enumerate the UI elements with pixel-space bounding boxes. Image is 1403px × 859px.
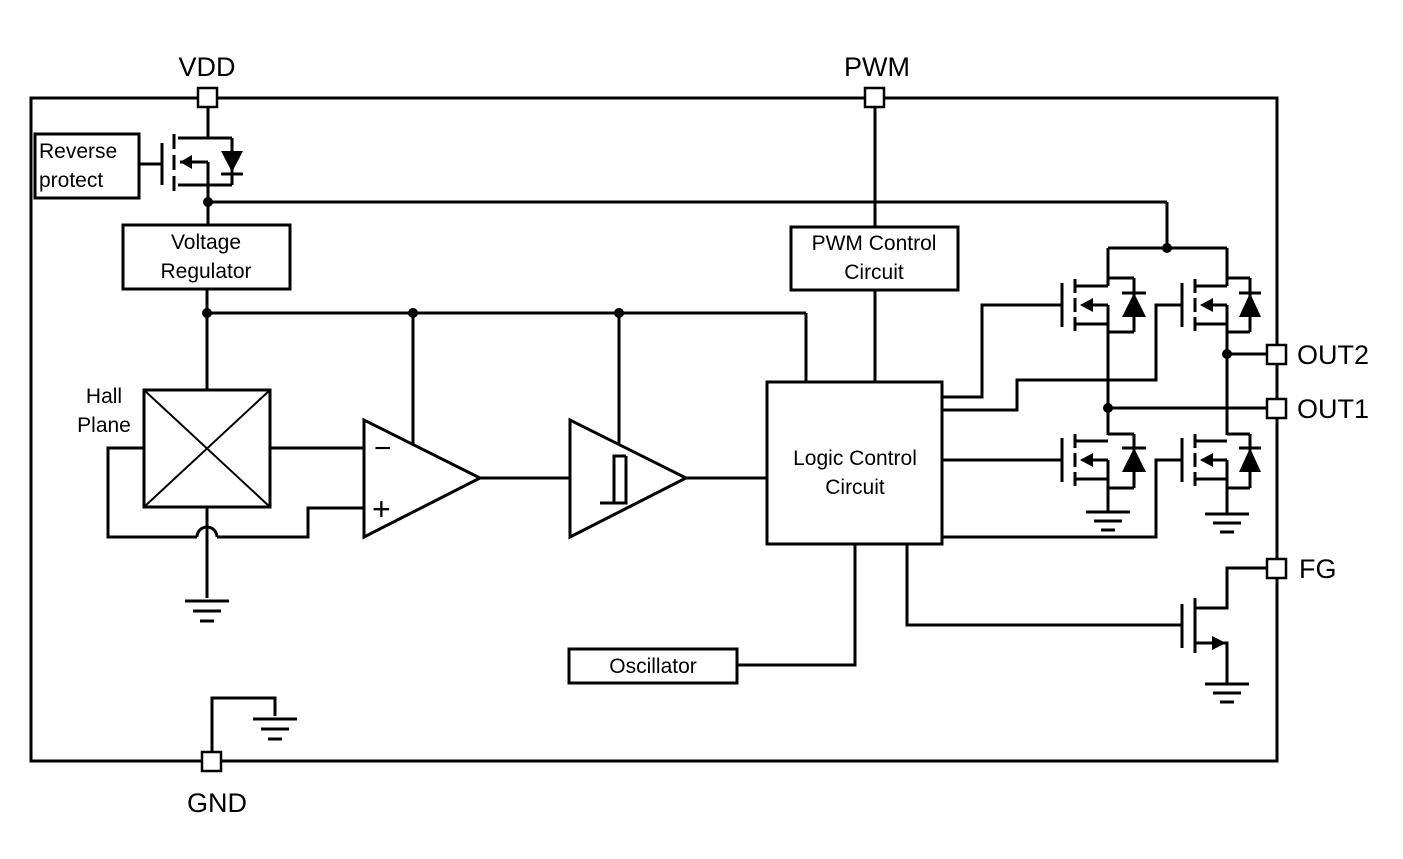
junction-dot	[1103, 403, 1113, 413]
junction-dot	[202, 308, 212, 318]
pwm-pin-pad	[863, 86, 886, 109]
logic-control-box	[765, 380, 944, 546]
pwm-pin-label: PWM	[844, 52, 910, 82]
oscillator-box	[567, 647, 739, 685]
chip-outline	[29, 96, 1279, 763]
hall-plane-cross	[143, 389, 271, 508]
comparator-plus: +	[372, 491, 391, 527]
vdd-pin-label: VDD	[178, 52, 235, 82]
out1-pin-label: OUT1	[1297, 394, 1369, 424]
gnd-pin-pad	[200, 750, 223, 773]
reverse-protect-box	[33, 132, 141, 200]
schmitt-trigger-triangle	[568, 417, 690, 540]
junction-dot	[203, 197, 213, 207]
fg-pin-pad	[1265, 557, 1288, 580]
h-bridge-mosfet-bottom-right	[1180, 432, 1261, 534]
hall-wiring	[106, 446, 364, 598]
junction-dot	[614, 308, 624, 318]
fg-pin-label: FG	[1299, 554, 1337, 584]
h-bridge-mosfet-top-left	[1060, 248, 1146, 435]
gnd-pin-label: GND	[187, 788, 247, 818]
vdd-wiring	[178, 106, 234, 225]
oscillator-wire	[737, 544, 857, 667]
junction-dot	[408, 308, 418, 318]
vdd-pin-pad	[196, 86, 219, 109]
gnd-internal-ground	[210, 696, 297, 752]
comparator-triangle	[362, 417, 484, 540]
hall-plane-label-1: Hall	[86, 385, 122, 408]
logic-control-label-1: Logic Control	[793, 447, 917, 470]
voltage-regulator-label-1: Voltage	[171, 231, 241, 254]
regulated-rail	[205, 289, 808, 444]
logic-control-label-2: Circuit	[825, 476, 885, 499]
h-bridge-mosfet-top-right	[1180, 248, 1261, 435]
hall-plane-label-2: Plane	[77, 414, 131, 437]
schmitt-hysteresis-symbol	[600, 454, 626, 505]
reverse-protect-label-1: Reverse	[39, 140, 117, 163]
junction-dot	[1222, 349, 1232, 359]
out1-pin-pad	[1265, 397, 1288, 420]
reverse-protect-label-2: protect	[39, 169, 103, 192]
schmitt-hysteresis-symbol	[612, 456, 628, 505]
fg-mosfet	[905, 544, 1268, 704]
pwm-control-label-2: Circuit	[844, 261, 904, 284]
gate-drive-wires	[942, 303, 1182, 539]
out2-pin-label: OUT2	[1297, 340, 1369, 370]
junction-dot	[1162, 243, 1172, 253]
ground-symbol	[185, 599, 229, 623]
oscillator-label: Oscillator	[609, 655, 697, 678]
comparator-minus: −	[374, 432, 392, 465]
pwm-control-box	[789, 225, 960, 292]
voltage-regulator-label-2: Regulator	[160, 260, 251, 283]
out2-pin-pad	[1265, 343, 1288, 366]
h-bridge-mosfet-bottom-left	[1060, 432, 1146, 532]
supply-rail	[208, 200, 1227, 250]
pwm-control-label-1: PWM Control	[812, 232, 937, 255]
reverse-protect-mosfet	[139, 134, 243, 191]
